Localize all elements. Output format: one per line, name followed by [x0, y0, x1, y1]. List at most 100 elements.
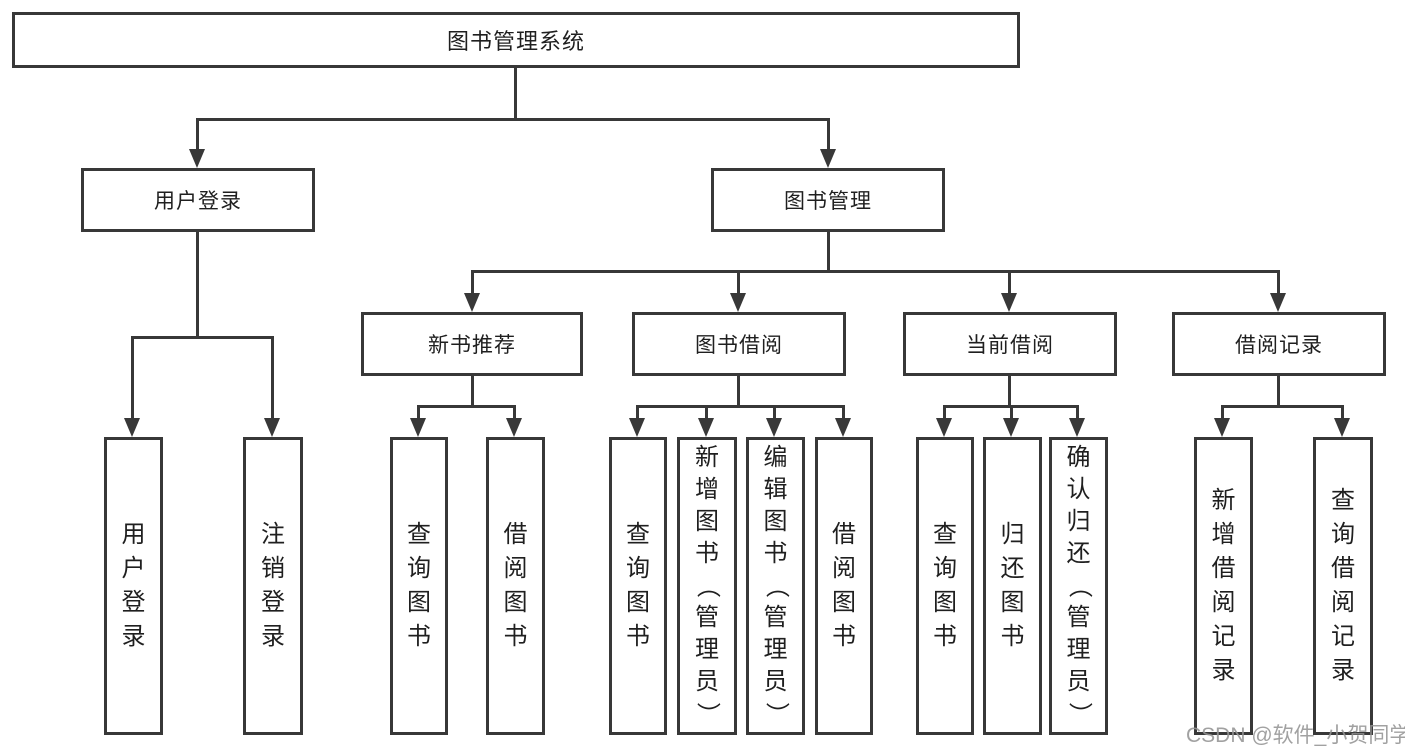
arrow-leaf — [936, 418, 952, 437]
connector-drop-new-book — [471, 270, 474, 296]
connector-user-login-stem — [196, 232, 199, 339]
vertical-char: 阅 — [1331, 589, 1355, 616]
vertical-char: 图 — [503, 589, 528, 616]
node-label: 图书管理 — [784, 190, 872, 213]
arrow-new-book — [464, 293, 480, 312]
vertical-char: 记 — [1211, 623, 1236, 650]
connector-root-stem — [514, 68, 517, 121]
connector-drop — [773, 405, 776, 421]
vertical-char: 理 — [695, 636, 719, 663]
connector-borrow-records-rail — [1222, 405, 1344, 408]
vertical-char: ） — [1065, 702, 1093, 726]
node-label: 图书借阅 — [695, 334, 783, 357]
leaf-label: 编辑图书（管理员） — [763, 442, 790, 730]
vertical-char: 理 — [763, 636, 788, 663]
vertical-char: 增 — [1211, 521, 1236, 548]
vertical-char: 员 — [763, 668, 788, 695]
csdn-watermark: CSDN @软件_小贺同学 — [1186, 724, 1405, 747]
vertical-char: 管 — [763, 604, 788, 631]
connector-level3-rail — [471, 270, 1280, 273]
vertical-char: 询 — [1331, 521, 1355, 548]
connector-drop — [417, 405, 420, 421]
connector-drop — [1076, 405, 1079, 421]
vertical-char: 书 — [832, 623, 856, 650]
vertical-char: 录 — [121, 623, 146, 650]
connector-drop-borrow-records — [1277, 270, 1280, 296]
leaf-return-books: 归还图书 — [983, 437, 1042, 735]
vertical-char: 书 — [503, 623, 528, 650]
leaf-label: 查询图书 — [933, 518, 957, 654]
connector-drop — [1221, 405, 1224, 421]
leaf-label: 用户登录 — [122, 518, 146, 654]
connector-drop-current-borrow — [1008, 270, 1011, 296]
vertical-char: 录 — [261, 623, 285, 650]
node-label: 用户登录 — [154, 190, 242, 213]
vertical-char: 查 — [626, 521, 650, 548]
connector-drop — [842, 405, 845, 421]
leaf-logout: 注销登录 — [243, 437, 303, 735]
leaf-query-borrow-record: 查询借阅记录 — [1313, 437, 1373, 735]
vertical-char: 新 — [695, 444, 719, 471]
leaf-query-books-borrowing: 查询图书 — [609, 437, 667, 735]
node-borrowing-records: 借阅记录 — [1172, 312, 1386, 376]
connector-drop — [943, 405, 946, 421]
vertical-char: 图 — [695, 508, 719, 535]
leaf-edit-books-admin: 编辑图书（管理员） — [746, 437, 805, 735]
vertical-char: 辑 — [763, 476, 788, 503]
connector-drop — [636, 405, 639, 421]
leaf-add-borrow-record: 新增借阅记录 — [1194, 437, 1253, 735]
connector-current-borrow-stem — [1008, 376, 1011, 408]
leaf-label: 注销登录 — [261, 518, 285, 654]
vertical-char: 注 — [261, 521, 285, 548]
vertical-char: 图 — [832, 589, 856, 616]
node-label: 新书推荐 — [428, 334, 516, 357]
arrow-leaf — [1334, 418, 1350, 437]
vertical-char: 书 — [933, 623, 957, 650]
leaf-label: 归还图书 — [1001, 518, 1025, 654]
vertical-char: 录 — [1211, 657, 1236, 684]
connector-drop-user-login — [196, 118, 199, 152]
node-user-login: 用户登录 — [81, 168, 315, 232]
connector-new-book-stem — [471, 376, 474, 408]
connector-drop — [1341, 405, 1344, 421]
vertical-char: 借 — [503, 521, 528, 548]
vertical-char: 管 — [695, 604, 719, 631]
vertical-char: 员 — [695, 668, 719, 695]
node-new-book-recommendation: 新书推荐 — [361, 312, 583, 376]
vertical-char: 查 — [1331, 487, 1355, 514]
vertical-char: 询 — [933, 555, 957, 582]
node-label: 借阅记录 — [1235, 334, 1323, 357]
vertical-char: ） — [762, 702, 790, 726]
vertical-char: 询 — [407, 555, 431, 582]
vertical-char: 阅 — [832, 555, 856, 582]
connector-drop — [513, 405, 516, 421]
leaf-borrow-books-recommend: 借阅图书 — [486, 437, 545, 735]
arrow-borrow-records — [1270, 293, 1286, 312]
connector-book-borrow-stem — [737, 376, 740, 408]
vertical-char: 图 — [626, 589, 650, 616]
vertical-char: 归 — [1066, 508, 1091, 535]
node-library-management-system: 图书管理系统 — [12, 12, 1020, 68]
leaf-label: 确认归还（管理员） — [1066, 442, 1093, 730]
connector-drop-leaf-logout — [271, 336, 274, 421]
connector-drop — [705, 405, 708, 421]
vertical-char: ） — [694, 702, 721, 726]
leaf-label: 查询借阅记录 — [1331, 484, 1355, 688]
vertical-char: 阅 — [1211, 589, 1236, 616]
vertical-char: 书 — [626, 623, 650, 650]
connector-user-login-rail — [132, 336, 274, 339]
vertical-char: 编 — [763, 444, 788, 471]
vertical-char: （ — [1065, 574, 1093, 598]
connector-drop — [1010, 405, 1013, 421]
leaf-label: 借阅图书 — [504, 518, 528, 654]
arrow-leaf — [1214, 418, 1230, 437]
leaf-label: 查询图书 — [407, 518, 431, 654]
vertical-char: 询 — [626, 555, 650, 582]
leaf-add-books-admin: 新增图书（管理员） — [677, 437, 737, 735]
vertical-char: 图 — [763, 508, 788, 535]
vertical-char: 借 — [832, 521, 856, 548]
leaf-label: 借阅图书 — [832, 518, 856, 654]
connector-drop-book-management — [827, 118, 830, 152]
arrow-leaf — [506, 418, 522, 437]
vertical-char: 确 — [1066, 444, 1091, 471]
